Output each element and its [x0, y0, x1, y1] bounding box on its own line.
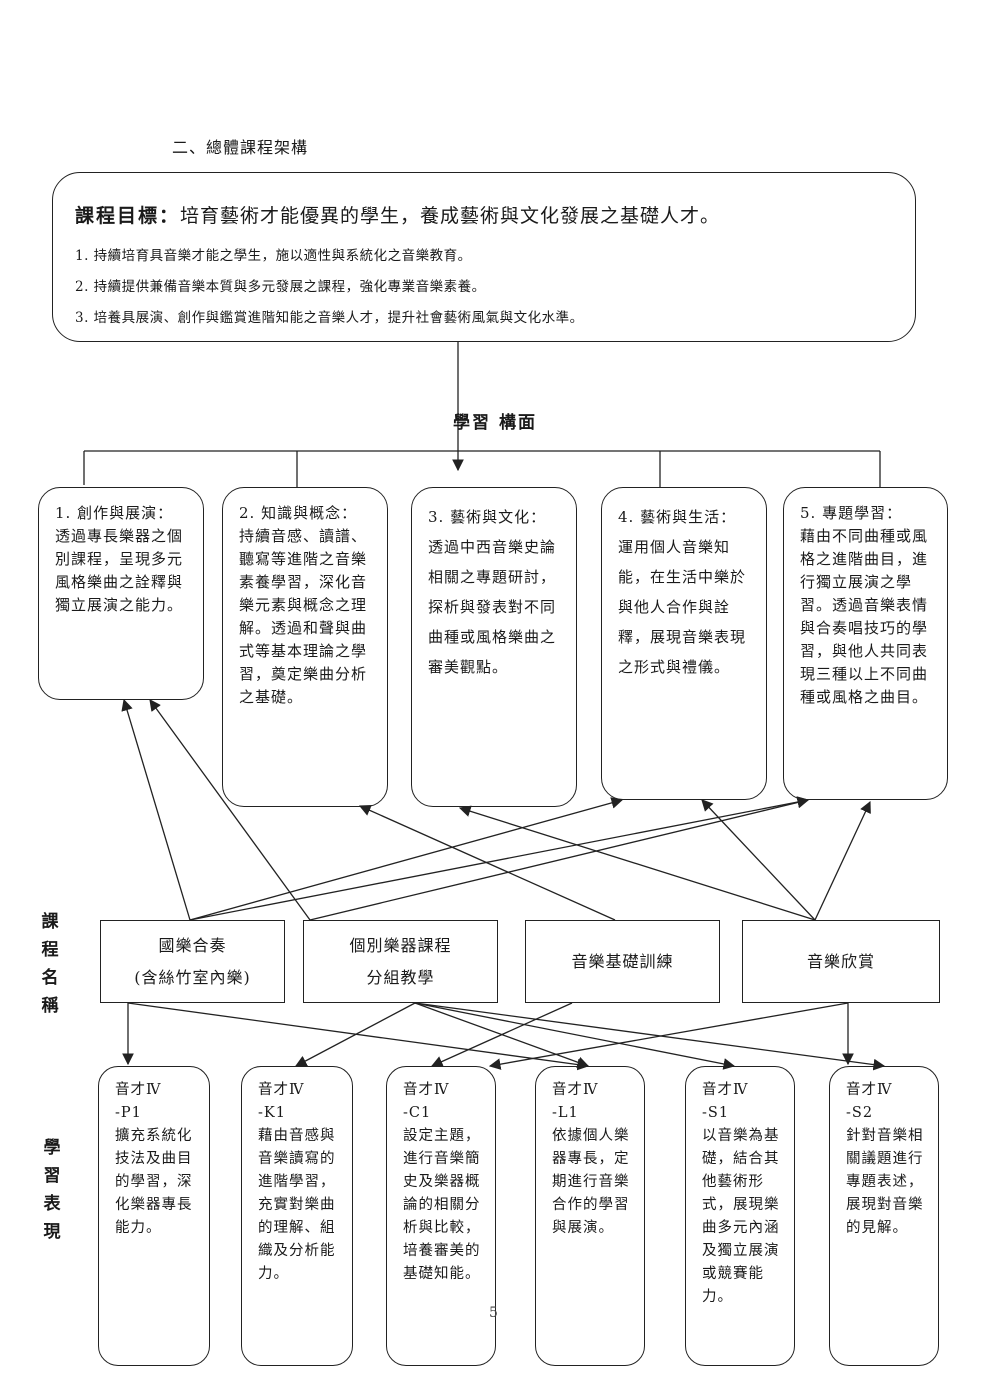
performance-text: 藉由音感與音樂讀寫的進階學習，充實對樂曲的理解、組織及分析能力。 [258, 1128, 336, 1282]
course-name: 國樂合奏 [158, 935, 227, 955]
performance-box-c1: 音才Ⅳ -C1 設定主題，進行音樂簡史及樂器概論的相關分析與比較，培養審美的基礎… [386, 1066, 496, 1366]
course-box-ensemble: 國樂合奏 (含絲竹室內樂) [100, 920, 285, 1003]
section-heading: 二、總體課程架構 [172, 138, 309, 157]
performance-text: 設定主題，進行音樂簡史及樂器概論的相關分析與比較，培養審美的基礎知能。 [403, 1128, 481, 1282]
performance-code: 音才Ⅳ [846, 1082, 893, 1098]
course-box-appreciation: 音樂欣賞 [742, 920, 940, 1003]
dimension-title: 2. 知識與概念： [239, 504, 358, 522]
dimension-title: 1. 創作與展演： [55, 504, 174, 522]
performance-text: 依據個人樂器專長，定期進行音樂合作的學習與展演。 [552, 1128, 630, 1236]
dimension-title: 4. 藝術與生活： [618, 508, 737, 526]
performance-text: 以音樂為基礎，結合其他藝術形式，展現樂曲多元內涵及獨立展演或競賽能力。 [702, 1128, 780, 1305]
course-subtitle: (含絲竹室內樂) [134, 967, 251, 987]
performance-text: 擴充系統化技法及曲目的學習，深化樂器專長能力。 [115, 1128, 193, 1236]
course-goal-text: 培育藝術才能優異的學生，養成藝術與文化發展之基礎人才。 [180, 205, 721, 227]
learning-dimensions-title: 學習 構面 [453, 413, 537, 433]
page-number: 5 [489, 1305, 498, 1321]
course-name: 音樂基礎訓練 [571, 951, 674, 971]
performance-text: 針對音樂相關議題進行專題表述，展現對音樂的見解。 [846, 1128, 924, 1236]
performance-code: 音才Ⅳ [258, 1082, 305, 1098]
course-goal-title: 課程目標：培育藝術才能優異的學生，養成藝術與文化發展之基礎人才。 [75, 201, 893, 228]
course-name: 音樂欣賞 [806, 951, 875, 971]
performance-code: -S1 [702, 1105, 730, 1121]
performance-code: 音才Ⅳ [702, 1082, 749, 1098]
performance-box-s1: 音才Ⅳ -S1 以音樂為基礎，結合其他藝術形式，展現樂曲多元內涵及獨立展演或競賽… [685, 1066, 795, 1366]
dimension-box-culture: 3. 藝術與文化： 透過中西音樂史論相關之專題研討，探析與發表對不同曲種或風格樂… [411, 487, 577, 807]
learning-performance-label: 學習表現 [43, 1138, 61, 1242]
course-goal-item: 1. 持續培育具音樂才能之學生，施以適性與系統化之音樂教育。 [75, 248, 472, 264]
course-box-foundation: 音樂基礎訓練 [525, 920, 720, 1003]
performance-box-p1: 音才Ⅳ -P1 擴充系統化技法及曲目的學習，深化樂器專長能力。 [98, 1066, 210, 1366]
performance-code: 音才Ⅳ [552, 1082, 599, 1098]
dimension-text: 運用個人音樂知能，在生活中樂於與他人合作與詮釋，展現音樂表現之形式與禮儀。 [618, 538, 747, 676]
course-goal-item: 3. 培養具展演、創作與鑑賞進階知能之音樂人才，提升社會藝術風氣與文化水準。 [75, 310, 584, 326]
course-name: 個別樂器課程 [349, 935, 452, 955]
dimension-box-project: 5. 專題學習： 藉由不同曲種或風格之進階曲目，進行獨立展演之學習。透過音樂表情… [783, 487, 948, 800]
dimension-text: 透過專長樂器之個別課程，呈現多元風格樂曲之詮釋與獨立展演之能力。 [55, 527, 184, 614]
performance-code: -C1 [403, 1105, 432, 1121]
dimension-text: 藉由不同曲種或風格之進階曲目，進行獨立展演之學習。透過音樂表情與合奏唱技巧的學習… [800, 527, 929, 706]
performance-box-k1: 音才Ⅳ -K1 藉由音感與音樂讀寫的進階學習，充實對樂曲的理解、組織及分析能力。 [241, 1066, 353, 1366]
course-goal-box: 課程目標：培育藝術才能優異的學生，養成藝術與文化發展之基礎人才。 1. 持續培育… [52, 172, 916, 342]
dimension-title: 5. 專題學習： [800, 504, 903, 522]
course-subtitle: 分組教學 [366, 967, 435, 987]
performance-code: -K1 [258, 1105, 286, 1121]
dimension-text: 透過中西音樂史論相關之專題研討，探析與發表對不同曲種或風格樂曲之審美觀點。 [428, 538, 557, 676]
dimension-text: 持續音感、讀譜、聽寫等進階之音樂素養學習，深化音樂元素與概念之理解。透過和聲與曲… [239, 527, 368, 706]
dimension-box-creation: 1. 創作與展演： 透過專長樂器之個別課程，呈現多元風格樂曲之詮釋與獨立展演之能… [38, 487, 204, 700]
performance-code: 音才Ⅳ [115, 1082, 162, 1098]
course-goal-label: 課程目標： [75, 205, 181, 227]
performance-code: 音才Ⅳ [403, 1082, 450, 1098]
dimension-box-knowledge: 2. 知識與概念： 持續音感、讀譜、聽寫等進階之音樂素養學習，深化音樂元素與概念… [222, 487, 388, 807]
performance-code: -S2 [846, 1105, 874, 1121]
course-goal-item: 2. 持續提供兼備音樂本質與多元發展之課程，強化專業音樂素養。 [75, 279, 486, 295]
dimension-box-life: 4. 藝術與生活： 運用個人音樂知能，在生活中樂於與他人合作與詮釋，展現音樂表現… [601, 487, 767, 800]
performance-box-l1: 音才Ⅳ -L1 依據個人樂器專長，定期進行音樂合作的學習與展演。 [535, 1066, 645, 1366]
course-box-individual: 個別樂器課程 分組教學 [303, 920, 498, 1003]
performance-code: -P1 [115, 1105, 142, 1121]
performance-box-s2: 音才Ⅳ -S2 針對音樂相關議題進行專題表述，展現對音樂的見解。 [829, 1066, 939, 1366]
course-name-label: 課程名稱 [41, 912, 59, 1016]
performance-code: -L1 [552, 1105, 579, 1121]
dimension-title: 3. 藝術與文化： [428, 508, 547, 526]
